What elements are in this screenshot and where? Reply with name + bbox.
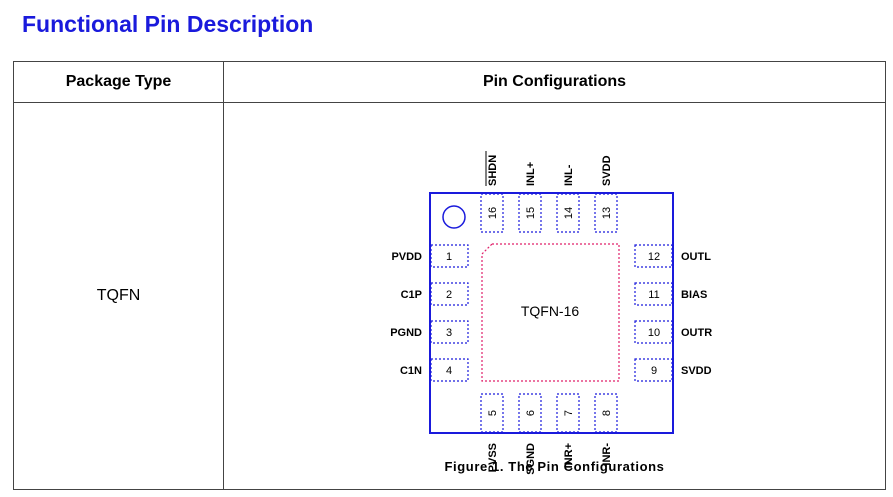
pin-pad-9 xyxy=(634,358,673,382)
pin-description-table: Package Type Pin Configurations TQFN TQF… xyxy=(13,61,886,490)
pin-pad-1 xyxy=(430,244,469,268)
pin-name-4: C1N xyxy=(400,365,422,377)
pin-name-10: OUTR xyxy=(681,327,712,339)
pin-name-12: OUTL xyxy=(681,251,711,263)
pin-number-11: 11 xyxy=(648,289,659,301)
header-package-type: Package Type xyxy=(13,61,224,103)
pin-number-9: 9 xyxy=(651,365,657,377)
pin-number-14: 14 xyxy=(563,207,575,219)
pin-pad-13 xyxy=(594,193,618,233)
pin-name-15: INL+ xyxy=(525,162,537,186)
pin-name-9: SVDD xyxy=(681,365,712,377)
table-header-row: Package Type Pin Configurations xyxy=(13,61,886,103)
pin-number-16: 16 xyxy=(487,207,499,219)
pin-number-13: 13 xyxy=(601,207,613,219)
pin-number-5: 5 xyxy=(487,410,499,416)
pin-configuration-diagram: TQFN-16 1 PVDD 2 C1P 3 PGND 4 C1N 12 OUTL 11 BIAS 10… xyxy=(390,151,712,475)
pin-name-3: PGND xyxy=(390,327,422,339)
pin1-indicator-dot xyxy=(442,205,466,229)
pin-number-15: 15 xyxy=(525,207,537,219)
pin-number-2: 2 xyxy=(446,289,452,301)
pin-pad-6 xyxy=(518,393,542,433)
pin-name-13: SVDD xyxy=(601,155,613,186)
pin-name-8: INR- xyxy=(601,443,613,466)
pin-name-1: PVDD xyxy=(391,251,422,263)
pin-pad-7 xyxy=(556,393,580,433)
pin-number-1: 1 xyxy=(446,251,452,263)
pin-pad-11 xyxy=(634,282,673,306)
pin-pad-15 xyxy=(518,193,542,233)
pin-name-5: PVSS xyxy=(487,443,499,472)
pin-number-3: 3 xyxy=(446,327,452,339)
pin-number-10: 10 xyxy=(648,327,660,339)
pins-layer: 1 PVDD 2 C1P 3 PGND 4 C1N 12 OUTL 11 BIAS 10 OUTR 9 SVD… xyxy=(390,151,712,475)
pin-pad-5 xyxy=(480,393,504,433)
figure-caption: Figure 1. The Pin Configurations xyxy=(444,459,665,474)
pin-number-4: 4 xyxy=(446,365,452,377)
pin-name-16: SHDN xyxy=(487,155,499,186)
package-type-cell: TQFN xyxy=(13,102,224,490)
pin-number-8: 8 xyxy=(601,410,613,416)
pin-pad-3 xyxy=(430,320,469,344)
pin-pad-12 xyxy=(634,244,673,268)
pin-name-14: INL- xyxy=(563,164,575,186)
pin-pad-10 xyxy=(634,320,673,344)
pin-name-6: SGND xyxy=(525,443,537,475)
pin-pad-4 xyxy=(430,358,469,382)
pin-pad-16 xyxy=(480,193,504,233)
section-title: Functional Pin Description xyxy=(22,11,314,37)
thermal-pad xyxy=(481,243,620,382)
pin-name-7: INR+ xyxy=(563,443,575,468)
pin-pad-8 xyxy=(594,393,618,433)
pin-name-11: BIAS xyxy=(681,289,707,301)
pin-name-2: C1P xyxy=(401,289,422,301)
pin-number-12: 12 xyxy=(648,251,660,263)
table-row: TQFN TQFN-16 1 PVDD 2 C1P 3 PGND 4 C1N 12 OUTL 11 B… xyxy=(13,102,886,490)
pin-configuration-cell: TQFN-16 1 PVDD 2 C1P 3 PGND 4 C1N 12 OUTL 11 BIAS 10… xyxy=(223,102,886,490)
pin-pad-2 xyxy=(430,282,469,306)
pin-pad-14 xyxy=(556,193,580,233)
pin-number-7: 7 xyxy=(563,410,575,416)
pin-number-6: 6 xyxy=(525,410,537,416)
package-body xyxy=(429,192,674,434)
header-pin-configurations: Pin Configurations xyxy=(223,61,886,103)
package-label: TQFN-16 xyxy=(521,303,580,319)
